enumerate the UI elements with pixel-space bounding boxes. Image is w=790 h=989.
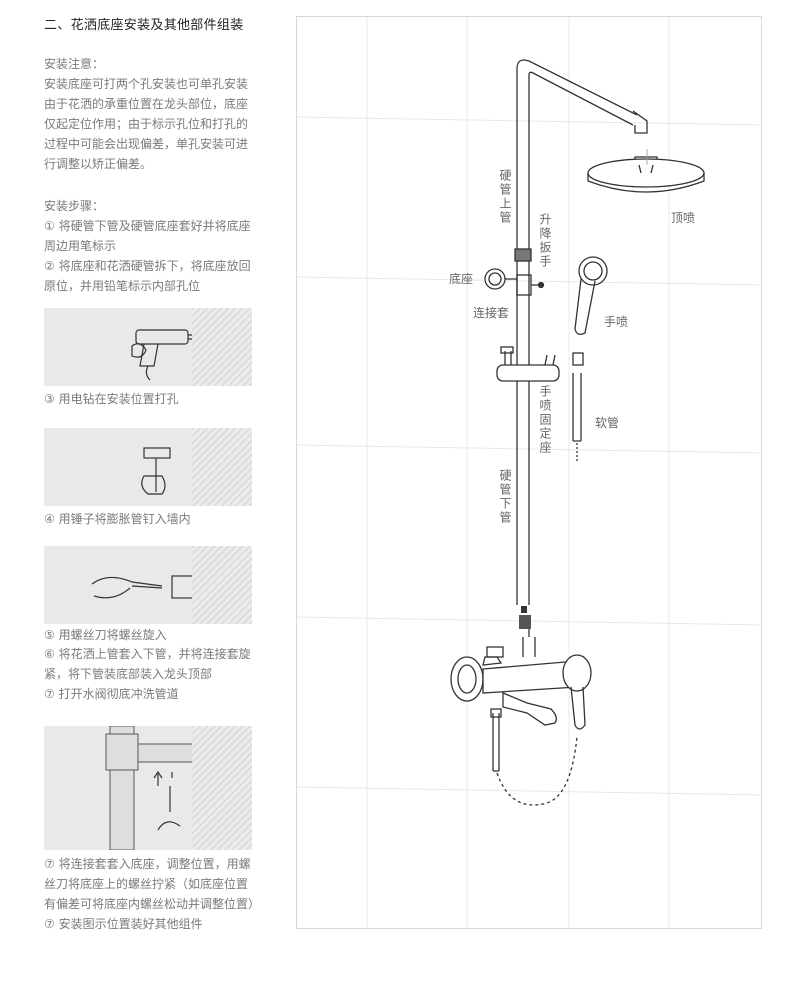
step-9-line: ⑦ 安装图示位置装好其他组件 xyxy=(44,917,203,931)
wall-texture xyxy=(192,308,252,386)
label-lift-wrench: 升降扳手 xyxy=(538,213,552,269)
label-connector-sleeve: 连接套 xyxy=(473,306,510,320)
install-notes: 安装注意： 安装底座可打两个孔安装也可单孔安装 由于花洒的承重位置在龙头部位，底… xyxy=(44,54,264,174)
label-hard-pipe-lower: 硬管下管 xyxy=(498,469,512,525)
wall-texture xyxy=(192,428,252,506)
step-6-line: ⑥ 将花洒上管套入下管，并将连接套旋 xyxy=(44,647,251,661)
install-steps: 安装步骤： ① 将硬管下管及硬管底座套好并将底座 周边用笔标示 ② 将底座和花洒… xyxy=(44,196,264,296)
step-2-line: 原位，并用铅笔标示内部孔位 xyxy=(44,279,201,293)
wall-texture xyxy=(192,546,252,624)
shower-assembly-diagram: 硬管上管 升降扳手 顶喷 底座 连接套 手喷 手喷固定座 软管 硬管下管 xyxy=(296,16,763,930)
label-top-spray: 顶喷 xyxy=(671,211,696,225)
label-hose: 软管 xyxy=(595,416,620,430)
screwdriver-illustration xyxy=(44,546,252,624)
section-title: 二、花洒底座安装及其他部件组装 xyxy=(44,18,244,33)
step-6-line: 紧，将下管装底部装入龙头顶部 xyxy=(44,667,213,681)
steps-heading: 安装步骤： xyxy=(44,199,105,213)
step-1-line: 周边用笔标示 xyxy=(44,239,117,253)
notes-line: 过程中可能会出现偏差，单孔安装可进 xyxy=(44,137,249,151)
notes-line: 安装底座可打两个孔安装也可单孔安装 xyxy=(44,77,249,91)
install-steps-cont: ⑥ 将花洒上管套入下管，并将连接套旋 紧，将下管装底部装入龙头顶部 ⑦ 打开水阀… xyxy=(44,644,264,704)
drill-illustration xyxy=(44,308,252,386)
hammer-illustration xyxy=(44,428,252,506)
step-7-line: ⑦ 打开水阀彻底冲洗管道 xyxy=(44,687,179,701)
wall-texture xyxy=(192,726,252,850)
label-hand-spray-holder: 手喷固定座 xyxy=(538,385,552,455)
label-hand-spray: 手喷 xyxy=(604,315,629,329)
label-base: 底座 xyxy=(449,272,474,286)
step-8-line: 有偏差可将底座内螺丝松动并调整位置） xyxy=(44,897,261,911)
notes-line: 行调整以矫正偏差。 xyxy=(44,157,153,171)
step-4-caption: ④ 用锤子将膨胀管钉入墙内 xyxy=(44,512,191,526)
notes-line: 仅起定位作用；由于标示孔位和打孔的 xyxy=(44,117,249,131)
shower-assembly-drawing xyxy=(297,17,763,930)
install-steps-final: ⑦ 将连接套套入底座，调整位置，用螺 丝刀将底座上的螺丝拧紧（如底座位置 有偏差… xyxy=(44,854,264,934)
step-5-caption: ⑤ 用螺丝刀将螺丝旋入 xyxy=(44,628,167,642)
step-1-line: ① 将硬管下管及硬管底座套好并将底座 xyxy=(44,219,251,233)
step-8-line: 丝刀将底座上的螺丝拧紧（如底座位置 xyxy=(44,877,249,891)
step-2-line: ② 将底座和花洒硬管拆下，将底座放回 xyxy=(44,259,251,273)
step-8-line: ⑦ 将连接套套入底座，调整位置，用螺 xyxy=(44,857,251,871)
base-assembly-icon xyxy=(105,726,234,850)
base-assembly-illustration xyxy=(44,726,252,850)
notes-heading: 安装注意： xyxy=(44,57,105,71)
label-hard-pipe-upper: 硬管上管 xyxy=(498,169,512,225)
step-3-caption: ③ 用电钻在安装位置打孔 xyxy=(44,392,179,406)
notes-line: 由于花洒的承重位置在龙头部位，底座 xyxy=(44,97,249,111)
